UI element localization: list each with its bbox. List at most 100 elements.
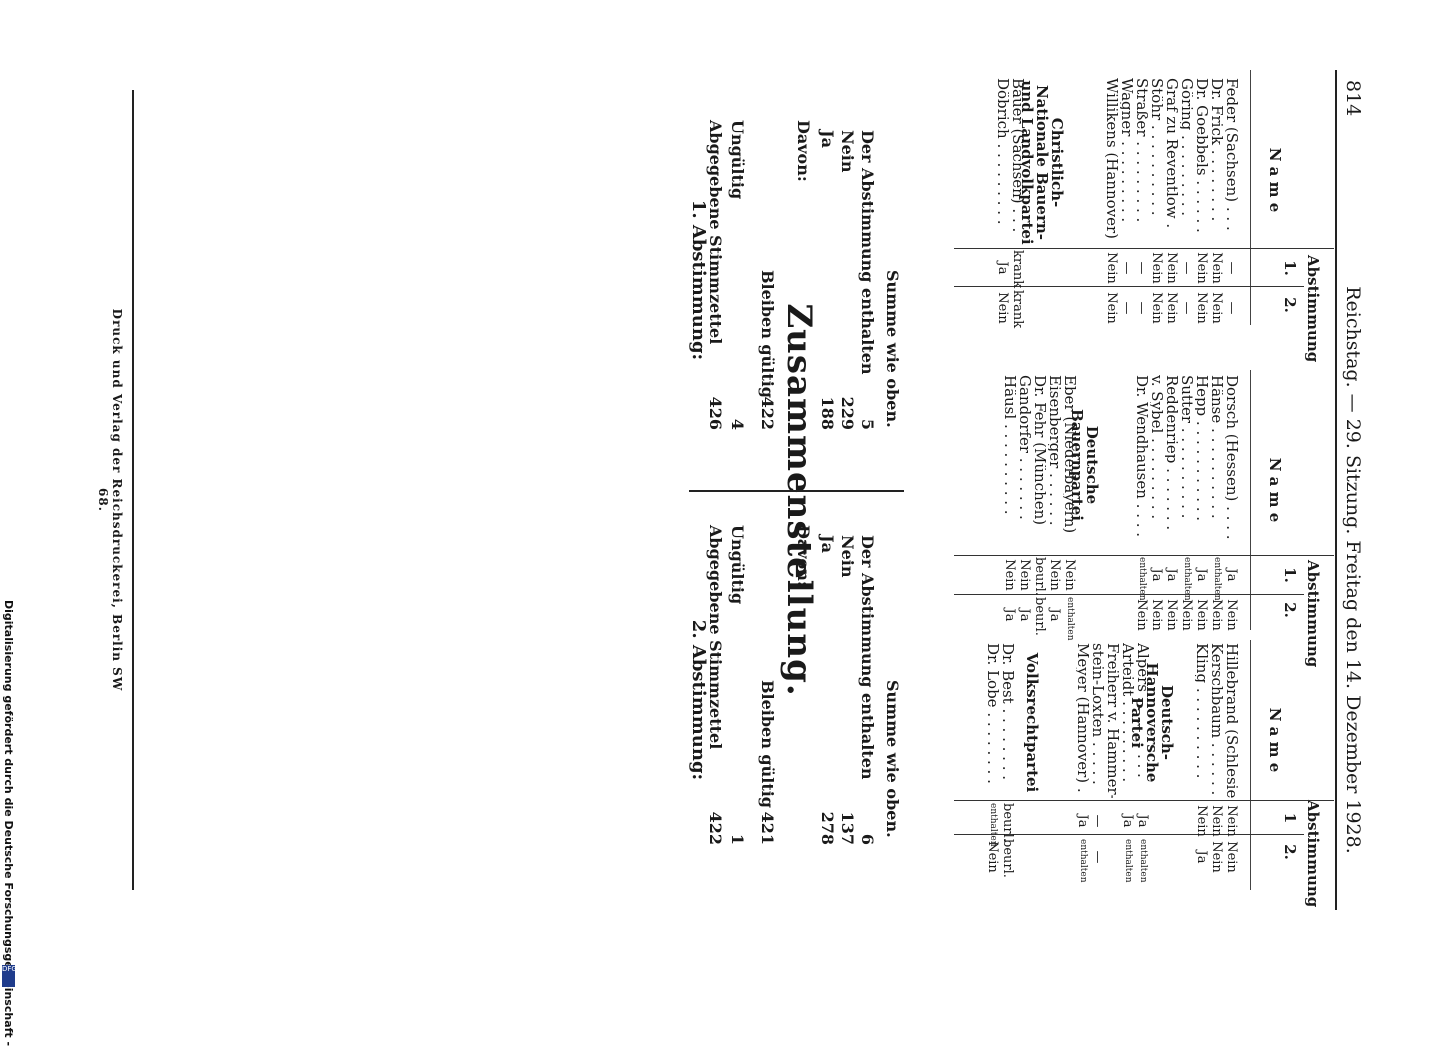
vote-2-value: Nein [1164,599,1179,631]
vote2-ungueltig-label: Ungültig [728,525,747,605]
col1-vote-header: Abstimmung [1304,255,1322,363]
vote-1-value: Nein [1209,805,1224,837]
table-row: Wagner . . . . . . . . .—— [1119,78,1134,330]
member-name: Dr. Lobe . . . . . . . . [986,643,999,784]
vote-2-value: — [1179,301,1194,315]
vote2-abgegeben-value: 422 [706,811,725,845]
vote2-ungueltig-value: 1 [728,833,747,845]
member-name: Alpers . . . . . . . . . [1136,643,1149,778]
vote1-abgegeben-value: 426 [706,396,725,430]
vote-1-value: Nein [1194,805,1209,837]
vote1-ja-value: 188 [818,396,837,430]
member-name: Willikens (Hannover) [1105,78,1118,240]
member-name: Hepp . . . . . . . . . . . [1195,375,1208,521]
vote1-enthalten-label: Der Abstimmung enthalten [858,130,877,375]
vote2-gueltig: Bleiben gültig 421 [756,680,778,845]
printer-footer: Druck und Verlag der Reichsdruckerei, Be… [96,308,124,692]
vote-1-value: — [1090,814,1105,828]
vote-1-value: — [1119,261,1134,275]
member-name: Straßer . . . . . . . . . [1135,78,1148,222]
col2-vote2: 2. [1281,602,1299,618]
vote-2-value: Ja [1017,608,1032,622]
member-name: Stöhr . . . . . . . . . . [1150,78,1163,216]
vote-2-value: Nein [1194,292,1209,324]
vote-2-value: Nein [985,841,1000,873]
member-name: Eber (Niederbayern) [1063,375,1076,534]
vote-1-value: enthalten [1212,557,1222,601]
vote-1-value: — [1134,261,1149,275]
vote-1-value: Ja [1164,568,1179,582]
rotated-document-page: 814 Reichstag. — 29. Sitzung. Freitag de… [96,70,1364,910]
vote2-ja: Ja 278 [816,535,838,845]
vote-1-value: Nein [1149,252,1164,284]
vote1-enthalten: Der Abstimmung enthalten 5 [856,130,878,430]
vote2-nein-value: 137 [838,811,857,845]
member-name: Häusl . . . . . . . . . . [1003,375,1016,515]
col1-name-header: N a m e [1266,147,1284,213]
vote-1-value: Nein [1224,805,1239,837]
member-name: Eisenberger . . . . . . [1048,375,1061,526]
table-row: Feder (Sachsen) . . .—— [1224,78,1239,330]
vote-2-value: Ja [1002,608,1017,622]
dfg-credit: Digitalisierung gefördert durch die Deut… [0,600,18,1046]
vote-1-value: Nein [1104,252,1119,284]
vote1-gueltig: Bleiben gültig 422 [756,270,778,430]
col1-party: Christlich-Nationale Bauern- und Landvol… [1018,80,1066,245]
running-header: Reichstag. — 29. Sitzung. Freitag den 14… [1342,286,1364,854]
member-name: Kerschbaum . . . . . . [1210,643,1223,795]
member-name: Kling . . . . . . . . . . [1195,643,1208,778]
vote1-nein-value: 229 [838,396,857,430]
vote2-ja-label: Ja [818,535,837,553]
member-name: Freiherr v. Hammer- [1106,643,1119,798]
vote-2-value: Nein [1224,599,1239,631]
vote-1-value: Nein [1209,252,1224,284]
member-name: Dr. Wendhausen . . . . [1135,375,1148,537]
col2-vote-header: Abstimmung [1304,560,1322,668]
footer-rule [132,90,134,890]
vote1-ja: Ja 188 [816,130,838,430]
vote2-nein: Nein 137 [836,535,858,845]
vote-1-value: enthalten [1137,557,1147,601]
vote-2-value: beurl. [1000,839,1015,878]
vote-1-value: Ja [1194,568,1209,582]
vote-2-value: Nein [995,292,1010,324]
vote-1-value: beurl. [1000,803,1015,842]
member-name: Feder (Sachsen) . . . [1225,78,1238,231]
table-row: stein-Loxten . . . . .—— [1090,643,1105,879]
summary-divider [689,490,904,492]
vote-1-value: — [1224,261,1239,275]
member-name: Hänse . . . . . . . . . . [1210,375,1223,519]
table-row: Straßer . . . . . . . . .—— [1134,78,1149,330]
vote-2-value: beurl. [1032,597,1047,636]
vote-1-value: Ja [1120,814,1135,828]
member-name: Dr. Frick . . . . . . . . [1210,78,1223,221]
col2-head-rule [1250,370,1251,630]
col3-party2: Volksrechtpartei [1023,652,1041,793]
vote-2-value: Nein [1134,599,1149,631]
vote-1-value: Nein [1002,559,1017,591]
vote-1-value: enthalten [1182,557,1192,601]
member-name: Döbrich . . . . . . . . . [996,78,1009,225]
vote-1-value: Nein [1164,252,1179,284]
vote2-abgegeben-label: Abgegebene Stimmzettel [706,525,725,750]
header-rule [1335,70,1337,910]
vote1-davon: Davon: [794,120,813,182]
col3-head-rule [1250,640,1251,890]
table-row: Dr. Best . . . . . . . .beurl.beurl. [1000,643,1015,879]
member-name: Bauer (Sachsen) . . . [1011,78,1024,232]
vote-2-value: Ja [1194,850,1209,864]
